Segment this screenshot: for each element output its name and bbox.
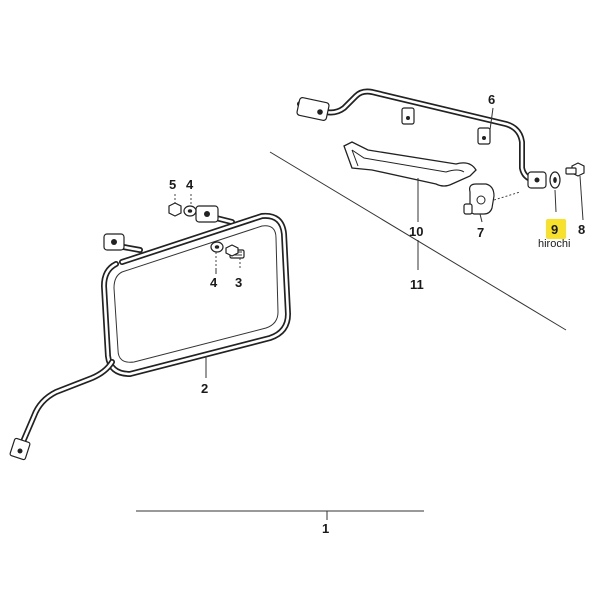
watermark-text: hirochi	[538, 238, 570, 250]
label-part-4-upper: 4	[186, 177, 194, 192]
label-part-9: 9	[551, 222, 558, 237]
retaining-strap	[343, 141, 477, 187]
leader-lines	[136, 107, 584, 520]
label-part-7: 7	[477, 225, 484, 240]
label-part-1: 1	[322, 521, 329, 536]
label-part-2: 2	[201, 381, 208, 396]
part-9-highlight	[546, 219, 566, 239]
label-part-8: 8	[578, 222, 585, 237]
side-case-frame	[9, 205, 291, 461]
label-part-5: 5	[169, 177, 176, 192]
washer-and-bolt-lower	[210, 241, 245, 270]
carrier-bracket	[296, 88, 547, 189]
label-part-3: 3	[235, 275, 242, 290]
label-part-6: 6	[488, 92, 495, 107]
bolt-8	[565, 162, 585, 177]
nut-and-washer-upper	[168, 194, 197, 217]
washer-9	[549, 171, 561, 189]
label-part-10: 10	[409, 224, 423, 239]
label-part-11: 11	[410, 277, 424, 292]
label-part-4-lower: 4	[210, 275, 218, 290]
clamp	[463, 183, 521, 215]
